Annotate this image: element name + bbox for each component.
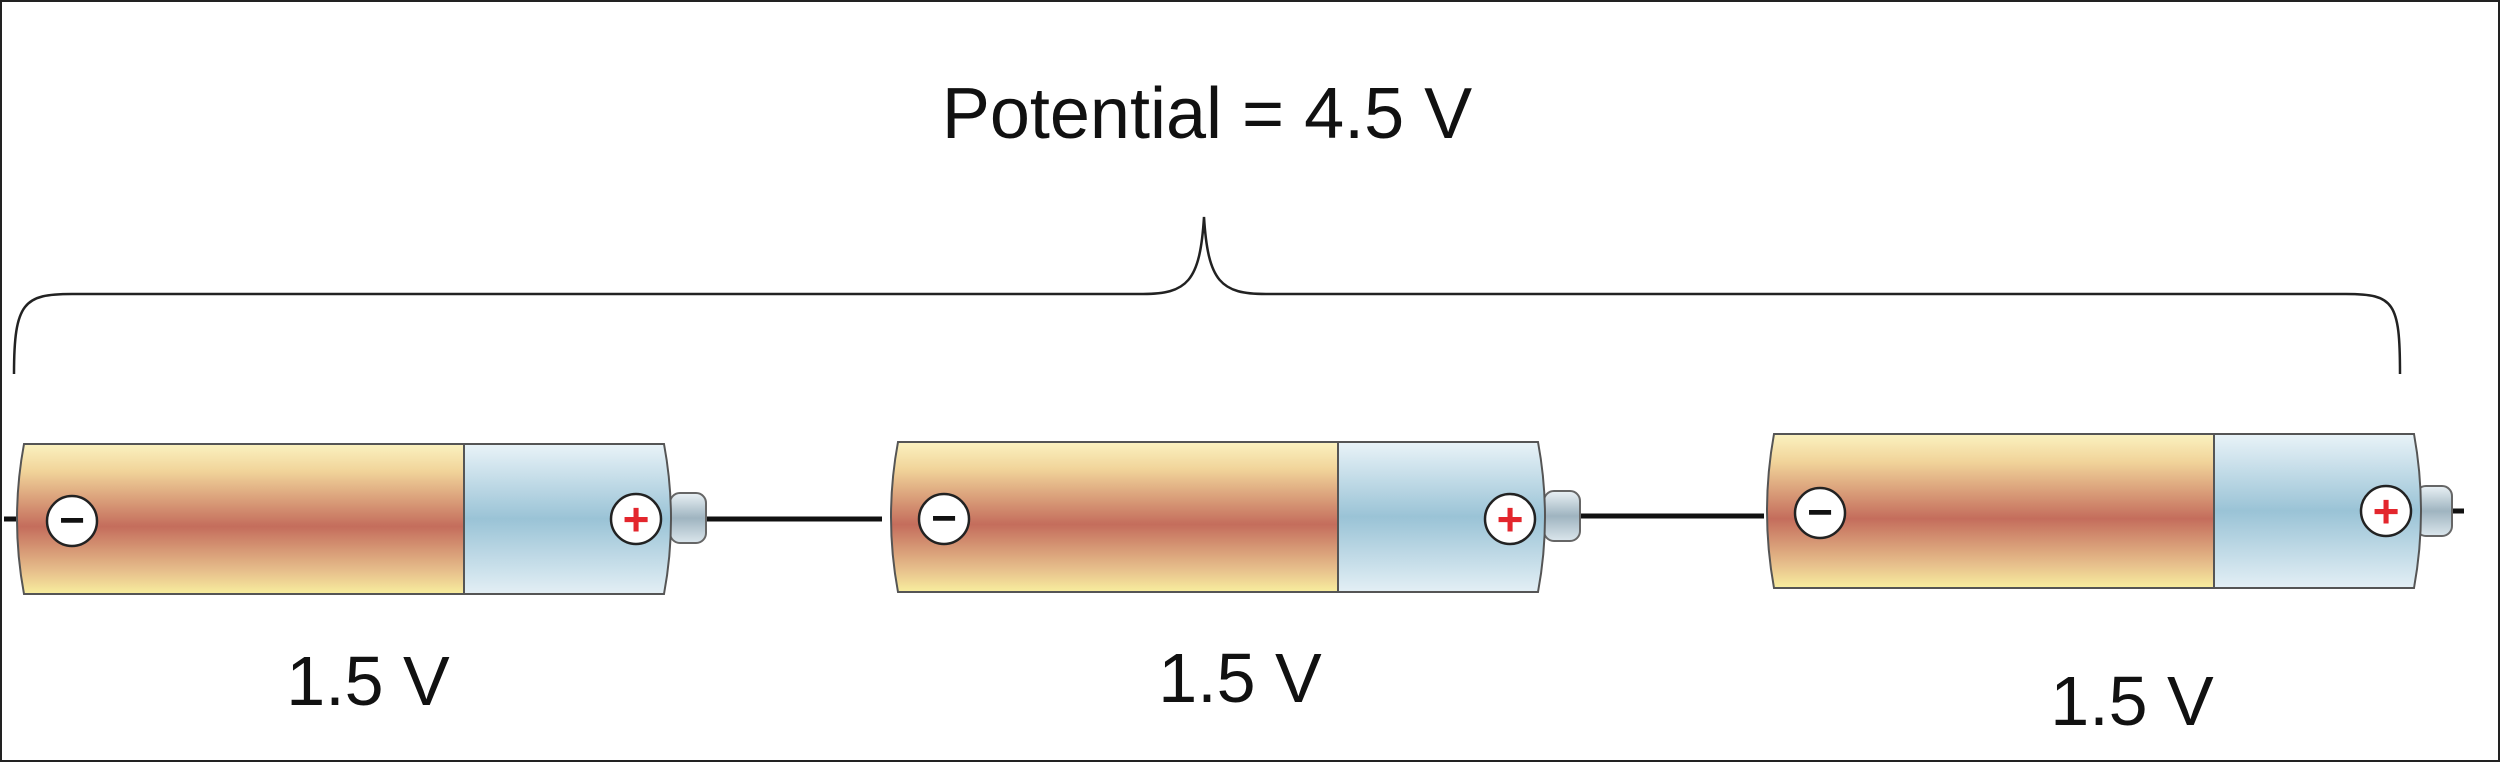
battery-2-voltage-label: 1.5 V: [1158, 639, 1322, 717]
battery-1-body: [16, 443, 465, 595]
battery-3: − + 1.5 V: [1766, 433, 2453, 740]
total-potential-label: Potential = 4.5 V: [942, 74, 1472, 154]
battery-1-positive-symbol: +: [623, 493, 650, 545]
battery-2-negative-icon: [917, 492, 971, 546]
battery-3-voltage-label: 1.5 V: [2050, 662, 2214, 740]
battery-1-voltage-label: 1.5 V: [286, 642, 450, 720]
total-brace: [12, 216, 2402, 375]
battery-2-terminal: [1543, 490, 1581, 542]
battery-1: − + 1.5 V: [16, 443, 707, 720]
battery-3-cap: [2213, 433, 2422, 589]
battery-2-negative-symbol: −: [931, 494, 957, 543]
battery-3-positive-icon: [2359, 484, 2413, 538]
battery-2-body: [890, 441, 1339, 593]
battery-3-negative-symbol: −: [1807, 488, 1833, 537]
battery-1-terminal: [669, 492, 707, 544]
battery-3-positive-symbol: +: [2373, 485, 2400, 537]
battery-1-negative-icon: [45, 494, 99, 548]
battery-2-cap: [1337, 441, 1546, 593]
battery-2: − + 1.5 V: [890, 441, 1581, 717]
battery-2-positive-symbol: +: [1497, 493, 1524, 545]
battery-3-negative-icon: [1793, 486, 1847, 540]
battery-1-cap: [463, 443, 672, 595]
battery-1-negative-symbol: −: [59, 496, 85, 545]
battery-1-positive-icon: [609, 492, 663, 546]
battery-2-positive-icon: [1483, 492, 1537, 546]
battery-3-body: [1766, 433, 2215, 589]
